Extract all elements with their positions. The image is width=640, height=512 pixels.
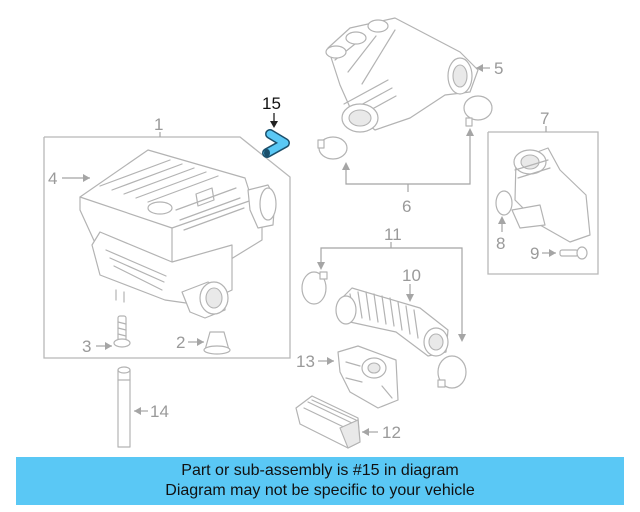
- callout-12: 12: [382, 423, 401, 442]
- screw-9: [559, 246, 588, 260]
- duct-12: [295, 395, 361, 449]
- callout-1: 1: [154, 115, 163, 134]
- resonator-7: [511, 147, 591, 243]
- clamp-11-right: [437, 355, 467, 389]
- callout-4: 4: [48, 169, 57, 188]
- banner-line-1: Part or sub-assembly is #15 in diagram: [181, 462, 459, 479]
- intake-duct-5: [325, 17, 479, 133]
- clamp-6-right: [463, 95, 493, 127]
- bolt-3: [113, 315, 131, 348]
- assembly-1-frame: [43, 136, 291, 359]
- tube-14: [117, 366, 131, 448]
- callout-7: 7: [540, 109, 549, 128]
- air-cleaner-housing: [79, 149, 277, 319]
- info-banner: Part or sub-assembly is #15 in diagram D…: [16, 457, 624, 505]
- callout-15: 15: [262, 94, 281, 113]
- callout-10: 10: [402, 266, 421, 285]
- clamp-6-left: [317, 136, 348, 160]
- clamp-11-left: [301, 271, 328, 305]
- callout-3: 3: [82, 337, 91, 356]
- callout-2: 2: [176, 333, 185, 352]
- callout-13: 13: [296, 352, 315, 371]
- bracket-13: [337, 345, 399, 409]
- gasket-8: [495, 190, 513, 216]
- grommet-2: [203, 331, 231, 355]
- callout-5: 5: [494, 59, 503, 78]
- callout-9: 9: [530, 244, 539, 263]
- banner-line-2: Diagram may not be specific to your vehi…: [165, 482, 475, 499]
- callout-11: 11: [384, 225, 402, 244]
- assembly-7-frame: [487, 131, 599, 275]
- hose-10: [335, 287, 449, 357]
- callout-14: 14: [150, 402, 169, 421]
- callout-6: 6: [402, 197, 411, 216]
- callout-8: 8: [496, 234, 505, 253]
